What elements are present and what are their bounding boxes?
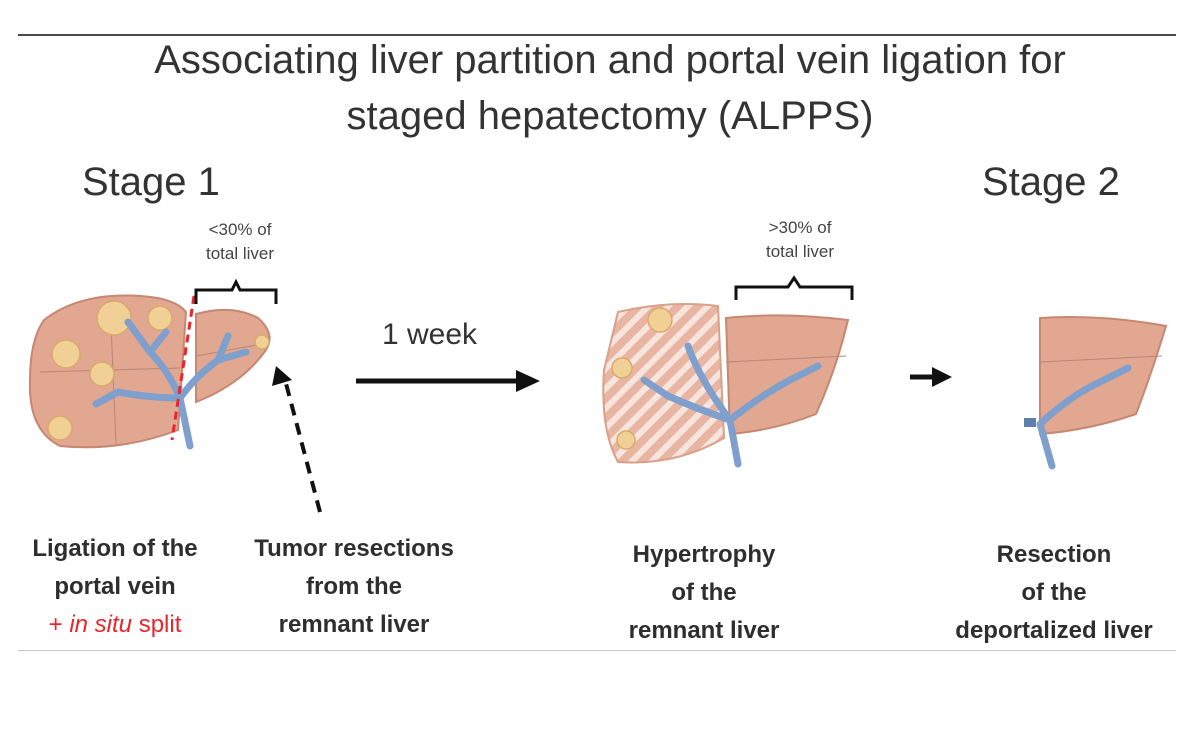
hypertrophy-portal-vein xyxy=(640,342,822,468)
caption-hyper-line-1: Hypertrophy xyxy=(632,541,776,568)
caption-tumor-resections: Tumor resections from the remnant liver xyxy=(232,530,476,644)
caption-hyper-line-2: of the xyxy=(671,579,737,606)
caption-ligation-line-2: portal vein xyxy=(54,573,176,600)
hypertrophied-remnant-lobe xyxy=(724,314,850,436)
tumor-3 xyxy=(51,339,81,369)
caption-resect-line-1: Resection xyxy=(996,541,1112,568)
tumor-5 xyxy=(47,415,73,441)
caption-hypertrophy: Hypertrophy of the remnant liver xyxy=(598,536,810,650)
tumor-resection-arrow xyxy=(272,366,322,513)
tumor-1 xyxy=(96,300,132,336)
tumor-6 xyxy=(254,334,270,350)
final-portal-vein xyxy=(1036,364,1132,470)
interval-arrow xyxy=(356,370,540,392)
final-segment-line xyxy=(1039,355,1163,363)
caption-tumor-line-2: from the xyxy=(306,573,402,600)
stage1-volume-bracket xyxy=(194,278,278,304)
split-text: split xyxy=(138,611,182,638)
tumor-2 xyxy=(147,305,173,331)
volume-after-line-1: >30% of xyxy=(768,218,832,237)
stage1-tumors xyxy=(47,300,270,441)
stage2-volume-bracket xyxy=(734,275,854,300)
figure-frame xyxy=(18,34,1176,651)
final-remnant-lobe xyxy=(1039,316,1168,436)
tumor-4 xyxy=(89,361,115,387)
caption-ligation-line-3: + in situ split xyxy=(10,606,220,644)
caption-ligation: Ligation of the portal vein + in situ sp… xyxy=(10,530,220,644)
resected-liver xyxy=(1024,316,1168,470)
in-situ-split-line xyxy=(170,295,196,441)
figure-title: Associating liver partition and portal v… xyxy=(40,32,1180,144)
title-line-1: Associating liver partition and portal v… xyxy=(154,38,1066,82)
tumor-h3 xyxy=(616,430,636,450)
caption-hyper-line-3: remnant liver xyxy=(628,617,780,644)
resection-arrow xyxy=(910,367,952,387)
caption-tumor-line-3: remnant liver xyxy=(278,611,430,638)
volume-before-line-2: total liver xyxy=(205,244,275,263)
volume-after-line-2: total liver xyxy=(765,242,835,261)
caption-ligation-line-1: Ligation of the xyxy=(32,535,198,562)
volume-label-after: >30% of total liver xyxy=(740,216,860,264)
hypertrophy-tumors xyxy=(611,307,673,450)
plus-sign: + xyxy=(48,611,63,638)
tumor-h2 xyxy=(611,357,633,379)
stage-1-label: Stage 1 xyxy=(82,160,220,204)
caption-resect-line-3: deportalized liver xyxy=(955,617,1153,644)
caption-resect-line-2: of the xyxy=(1021,579,1087,606)
ligation-stump xyxy=(1024,418,1036,427)
stage1-liver xyxy=(28,294,271,450)
stage-2-label: Stage 2 xyxy=(982,160,1120,204)
deportalized-lobe-hatched xyxy=(602,303,726,464)
in-situ-text: in situ xyxy=(69,611,133,638)
remnant-segment-line xyxy=(725,355,847,363)
volume-label-before: <30% of total liver xyxy=(180,218,300,266)
caption-resection: Resection of the deportalized liver xyxy=(930,536,1178,650)
hypertrophy-liver xyxy=(602,303,850,468)
interval-label: 1 week xyxy=(382,318,478,351)
title-line-2: staged hepatectomy (ALPPS) xyxy=(346,94,874,138)
tumor-h1 xyxy=(647,307,673,333)
caption-tumor-line-1: Tumor resections xyxy=(254,535,454,562)
volume-before-line-1: <30% of xyxy=(208,220,272,239)
stage1-portal-vein xyxy=(92,318,250,450)
